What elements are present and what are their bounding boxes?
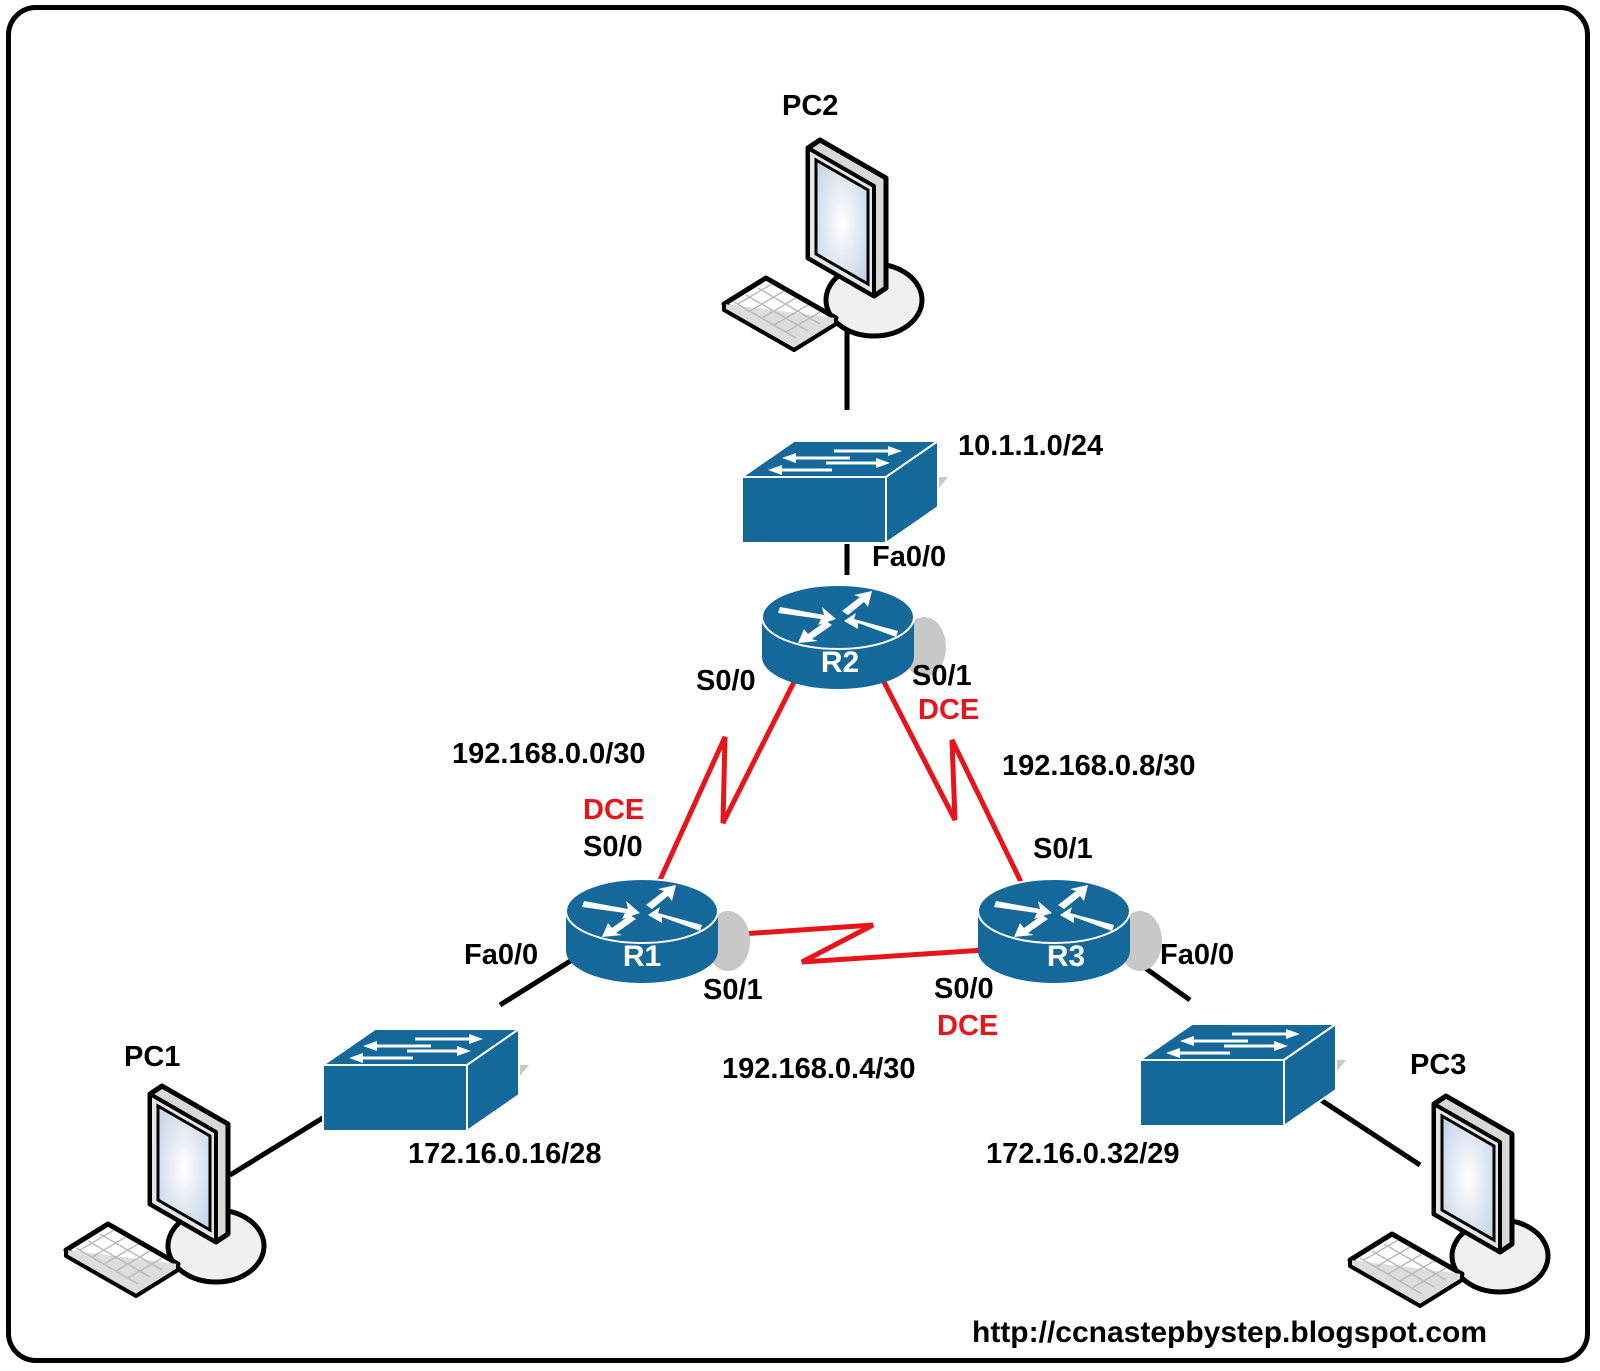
network-lan-r1-label: 172.16.0.16/28 [408,1138,602,1170]
r1-s00-dce-label: DCE [583,794,645,826]
r1-s00-label: S0/0 [583,831,643,863]
pc3-icon[interactable] [1350,1096,1548,1306]
pc2-label: PC2 [782,90,839,122]
pc2-icon[interactable] [724,140,922,350]
network-wan-r1-r3-label: 192.168.0.4/30 [722,1053,916,1085]
switch-sw2-icon[interactable] [740,439,950,545]
router-r3-label: R3 [1047,940,1085,973]
router-r2-label: R2 [821,646,859,679]
r2-fa00-label: Fa0/0 [872,541,947,573]
r3-fa00-label: Fa0/0 [1160,939,1235,971]
r3-s00-label: S0/0 [934,973,994,1005]
serial-link-r1-r3 [711,922,986,965]
diagram-frame [6,5,1590,1363]
serial-link-r2-r3 [880,678,1026,888]
r1-fa00-label: Fa0/0 [464,939,539,971]
switch-sw1-icon[interactable] [321,1027,531,1133]
network-wan-r2-r3-label: 192.168.0.8/30 [1002,750,1196,782]
pc1-label: PC1 [124,1041,181,1073]
footer-url[interactable]: http://ccnastepbystep.blogspot.com [972,1316,1488,1349]
serial-link-r2-r1 [657,678,798,882]
r3-s00-dce-label: DCE [937,1010,999,1042]
network-wan-r1-r2-label: 192.168.0.0/30 [452,738,646,770]
router-r1-label: R1 [623,940,661,973]
r2-s01-label: S0/1 [912,660,972,692]
pc1-icon[interactable] [66,1086,264,1296]
pc3-label: PC3 [1410,1049,1467,1081]
network-lan-r3-label: 172.16.0.32/29 [986,1138,1180,1170]
r3-s01-label: S0/1 [1033,833,1093,865]
r2-s01-dce-label: DCE [918,694,980,726]
switch-sw3-icon[interactable] [1138,1022,1348,1128]
link-r1-sw1 [498,952,582,1008]
network-lan-r2-label: 10.1.1.0/24 [958,430,1104,462]
r2-s00-label: S0/0 [696,665,756,697]
r1-s01-label: S0/1 [703,974,763,1006]
